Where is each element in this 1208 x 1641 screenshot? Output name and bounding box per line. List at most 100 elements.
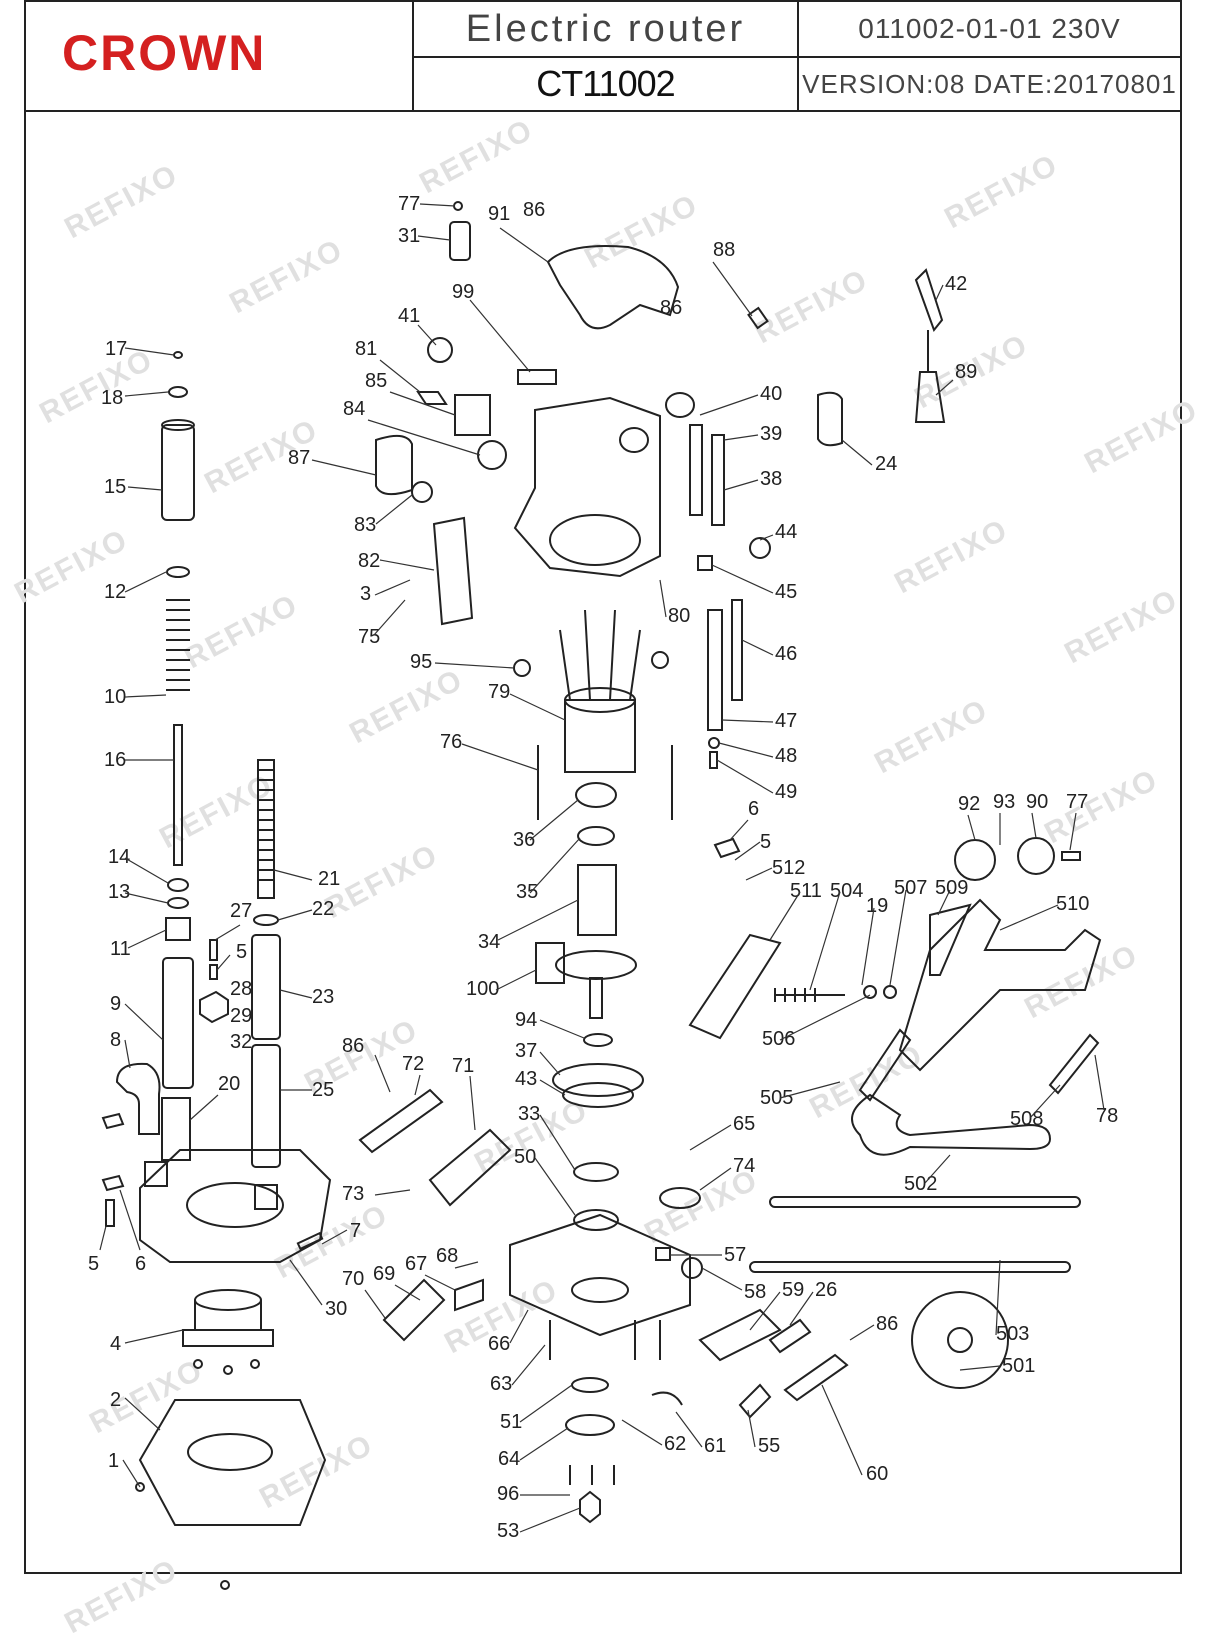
part-503b-shape: [749, 1261, 1071, 1273]
part-55-shape: [738, 1383, 772, 1419]
part-13-shape: [167, 897, 189, 909]
part-507-shape: [883, 985, 897, 999]
part-label: 62: [664, 1433, 686, 1455]
part-46-shape: [731, 599, 743, 701]
part-99-shape: [517, 369, 557, 385]
part-label: 45: [775, 581, 797, 603]
part-label: 77: [1066, 791, 1088, 813]
part-label: 78: [1096, 1105, 1118, 1127]
part-label: 506: [762, 1028, 795, 1050]
part-label: 33: [518, 1103, 540, 1125]
motor-housing-bore: [549, 514, 641, 566]
part-label: 4: [110, 1333, 121, 1355]
part-label: 12: [104, 581, 126, 603]
part-label: 505: [760, 1087, 793, 1109]
part-label: 20: [218, 1073, 240, 1095]
part-label: 504: [830, 880, 863, 902]
part-4-top: [194, 1289, 262, 1311]
part-509-shape: [929, 903, 972, 976]
drawing-frame: [24, 0, 1182, 1574]
part-30-bore: [186, 1182, 284, 1228]
part-label: 35: [516, 881, 538, 903]
part-label: 41: [398, 305, 420, 327]
part-label: 5: [88, 1253, 99, 1275]
title-block: CROWN Electric router 011002-01-01 230V …: [24, 0, 1182, 112]
part-40-holder: [665, 392, 695, 418]
part-label: 27: [230, 900, 252, 922]
part-11-shape: [165, 917, 191, 941]
part-label: 89: [955, 361, 977, 383]
part-label: 86: [523, 199, 545, 221]
part-label: 10: [104, 686, 126, 708]
part-label: 37: [515, 1040, 537, 1062]
part-label: 59: [782, 1279, 804, 1301]
part-30-shape: [139, 1149, 332, 1263]
part-30-boss-a: [144, 1161, 168, 1187]
part-34-commutator: [577, 864, 617, 936]
part-26-shape: [768, 1318, 812, 1354]
part-63-shape: [549, 1320, 661, 1360]
part-label: 512: [772, 857, 805, 879]
motor-housing-shape: [513, 396, 661, 578]
part-label: 53: [497, 1520, 519, 1542]
part-30-boss-b: [254, 1184, 278, 1210]
part-label: 15: [104, 476, 126, 498]
part-81-shape: [416, 391, 448, 405]
part-label: 95: [410, 651, 432, 673]
part-label: 86: [876, 1313, 898, 1335]
part-64-shape: [565, 1414, 615, 1436]
part-label: 7: [350, 1220, 361, 1242]
part-label: 40: [760, 383, 782, 405]
part-drawings: [101, 201, 1102, 1590]
part-92-shape: [954, 839, 996, 881]
part-28-shape: [199, 990, 229, 1024]
part-6a-shape: [101, 1112, 125, 1130]
part-label: 77: [398, 193, 420, 215]
part-40-bearing: [619, 427, 649, 453]
part-label: 75: [358, 626, 380, 648]
part-37-shape: [552, 1063, 644, 1097]
part-label: 25: [312, 1079, 334, 1101]
part-label: 9: [110, 993, 121, 1015]
part-66-shape: [509, 1213, 691, 1337]
part-label: 1: [108, 1450, 119, 1472]
part-label: 32: [230, 1031, 252, 1053]
part-33-shape: [573, 1162, 619, 1182]
part-label: 73: [342, 1183, 364, 1205]
part-label: 509: [935, 877, 968, 899]
part-88-shape: [747, 306, 769, 330]
part-label: 50: [514, 1146, 536, 1168]
part-label: 3: [360, 583, 371, 605]
part-label: 85: [365, 370, 387, 392]
part-label: 58: [744, 1281, 766, 1303]
part-label: 502: [904, 1173, 937, 1195]
part-61-shape: [651, 1391, 683, 1406]
part-94-shape: [583, 1033, 613, 1047]
part-77b-shape: [1061, 851, 1081, 861]
part-53-shape: [579, 1490, 601, 1524]
part-36-shape: [575, 782, 617, 808]
part-label: 92: [958, 793, 980, 815]
part-label: 44: [775, 521, 797, 543]
part-label: 8: [110, 1029, 121, 1051]
part-label: 511: [790, 880, 822, 902]
part-label: 507: [894, 877, 927, 899]
part-label: 82: [358, 550, 380, 572]
part-label: 19: [866, 895, 888, 917]
part-49-shape: [709, 751, 718, 769]
part-503a-shape: [769, 1196, 1081, 1208]
part-60-shape: [783, 1353, 849, 1402]
part-label: 60: [866, 1463, 888, 1485]
part-label: 51: [500, 1411, 522, 1433]
product-code: 011002-01-01 230V: [799, 2, 1180, 58]
part-508-shape: [1048, 1033, 1100, 1095]
part-51-shape: [571, 1377, 609, 1393]
part-4-flange: [182, 1329, 274, 1347]
part-18-shape: [168, 386, 188, 398]
part-label: 6: [748, 798, 759, 820]
part-42-shape: [914, 268, 944, 333]
part-label: 6: [135, 1253, 146, 1275]
part-label: 96: [497, 1483, 519, 1505]
part-label: 503: [996, 1323, 1029, 1345]
part-label: 68: [436, 1245, 458, 1267]
